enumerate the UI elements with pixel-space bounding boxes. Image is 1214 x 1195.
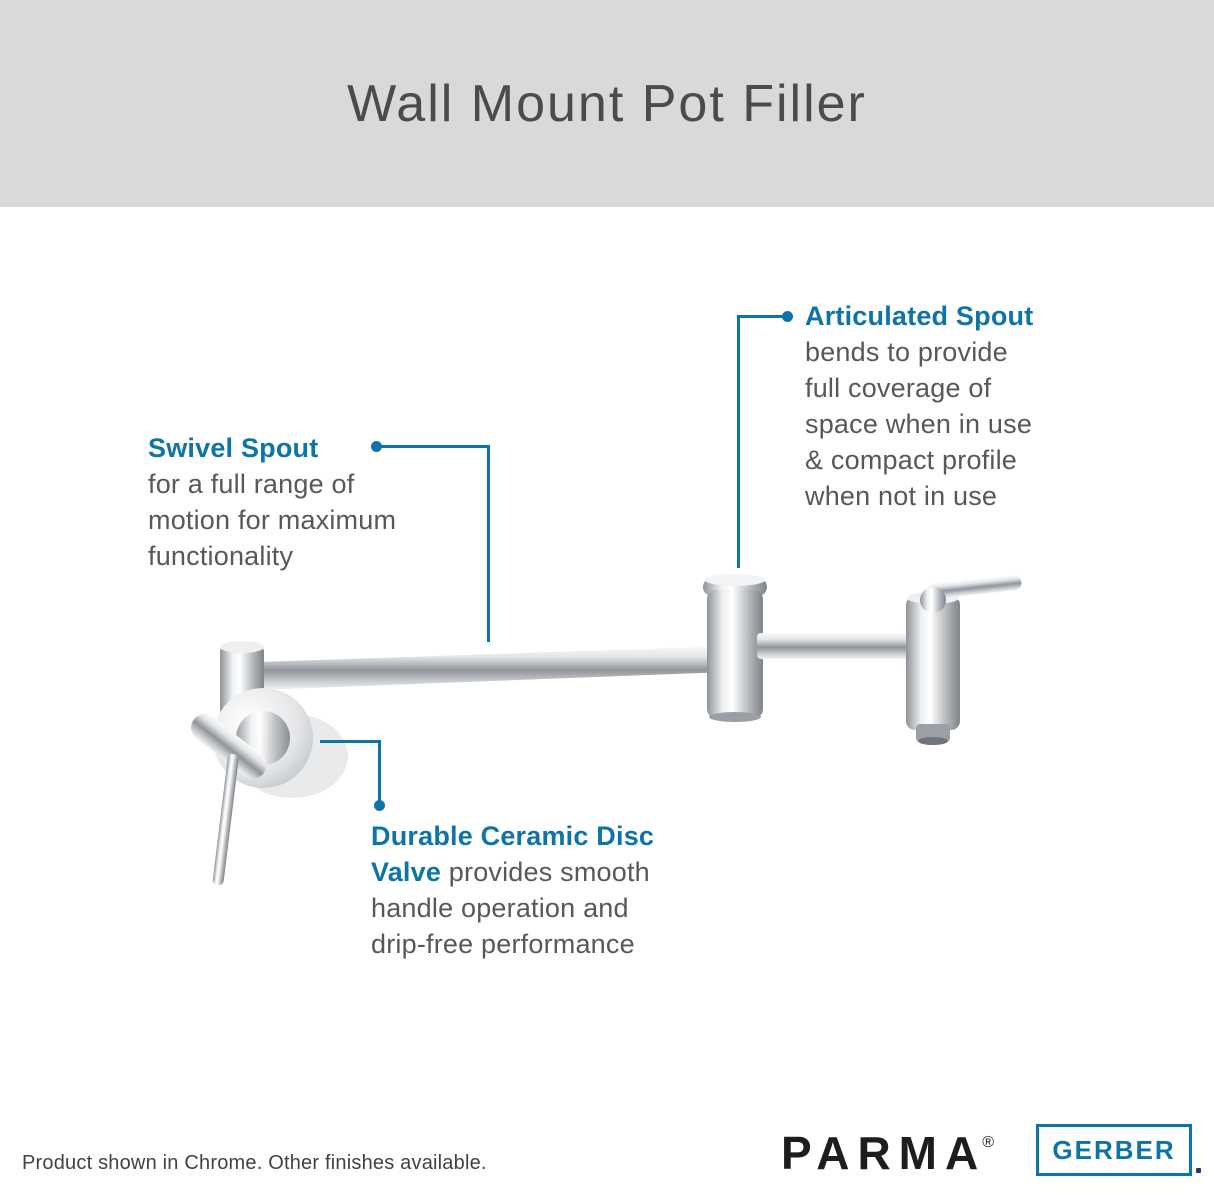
callout-body-line: bends to provide	[805, 337, 1008, 367]
swivel-callout-line	[487, 445, 490, 642]
callout-heading: Swivel Spout	[148, 433, 319, 463]
swivel-callout-line	[378, 445, 490, 448]
callout-ceramic-disc-valve: Durable Ceramic Disc Valve provides smoo…	[371, 818, 654, 962]
page-title: Wall Mount Pot Filler	[347, 74, 867, 133]
valve-callout-line	[320, 740, 381, 743]
valve-callout-line	[378, 740, 381, 802]
callout-body-line: Valve provides smooth	[371, 854, 654, 890]
banner: Wall Mount Pot Filler	[0, 0, 1214, 207]
callout-swivel-spout: Swivel Spout for a full range of motion …	[148, 430, 396, 574]
swivel-callout-dot	[371, 441, 382, 452]
callout-body-line: & compact profile	[805, 445, 1017, 475]
callout-body-line: functionality	[148, 541, 294, 571]
callout-body-line: space when in use	[805, 409, 1033, 439]
callout-body-line: full coverage of	[805, 373, 992, 403]
callout-body-text: provides smooth	[448, 857, 650, 887]
callout-articulated-spout: Articulated Spout bends to provide full …	[805, 298, 1033, 514]
gerber-logo: GERBER	[1036, 1124, 1192, 1176]
callout-body-line: drip-free performance	[371, 929, 635, 959]
parma-logo-text: PARMA	[780, 1127, 987, 1179]
callout-body-line: motion for maximum	[148, 505, 397, 535]
callout-body-line: handle operation and	[371, 893, 629, 923]
parma-logo: PARMA®	[781, 1126, 998, 1180]
callout-body-line: when not in use	[805, 481, 998, 511]
registered-mark: ®	[982, 1134, 994, 1151]
callout-heading: Valve	[371, 857, 442, 887]
gerber-logo-text: GERBER	[1052, 1134, 1176, 1165]
callout-heading: Durable Ceramic Disc	[371, 821, 655, 851]
articulated-callout-line	[740, 315, 786, 318]
articulated-callout-line	[737, 315, 740, 568]
valve-callout-dot	[374, 800, 385, 811]
callout-body-line: for a full range of	[148, 469, 355, 499]
gerber-trademark-dot	[1196, 1168, 1201, 1173]
callout-heading: Articulated Spout	[805, 301, 1034, 331]
finish-note: Product shown in Chrome. Other finishes …	[22, 1152, 487, 1174]
articulated-callout-dot	[782, 311, 793, 322]
